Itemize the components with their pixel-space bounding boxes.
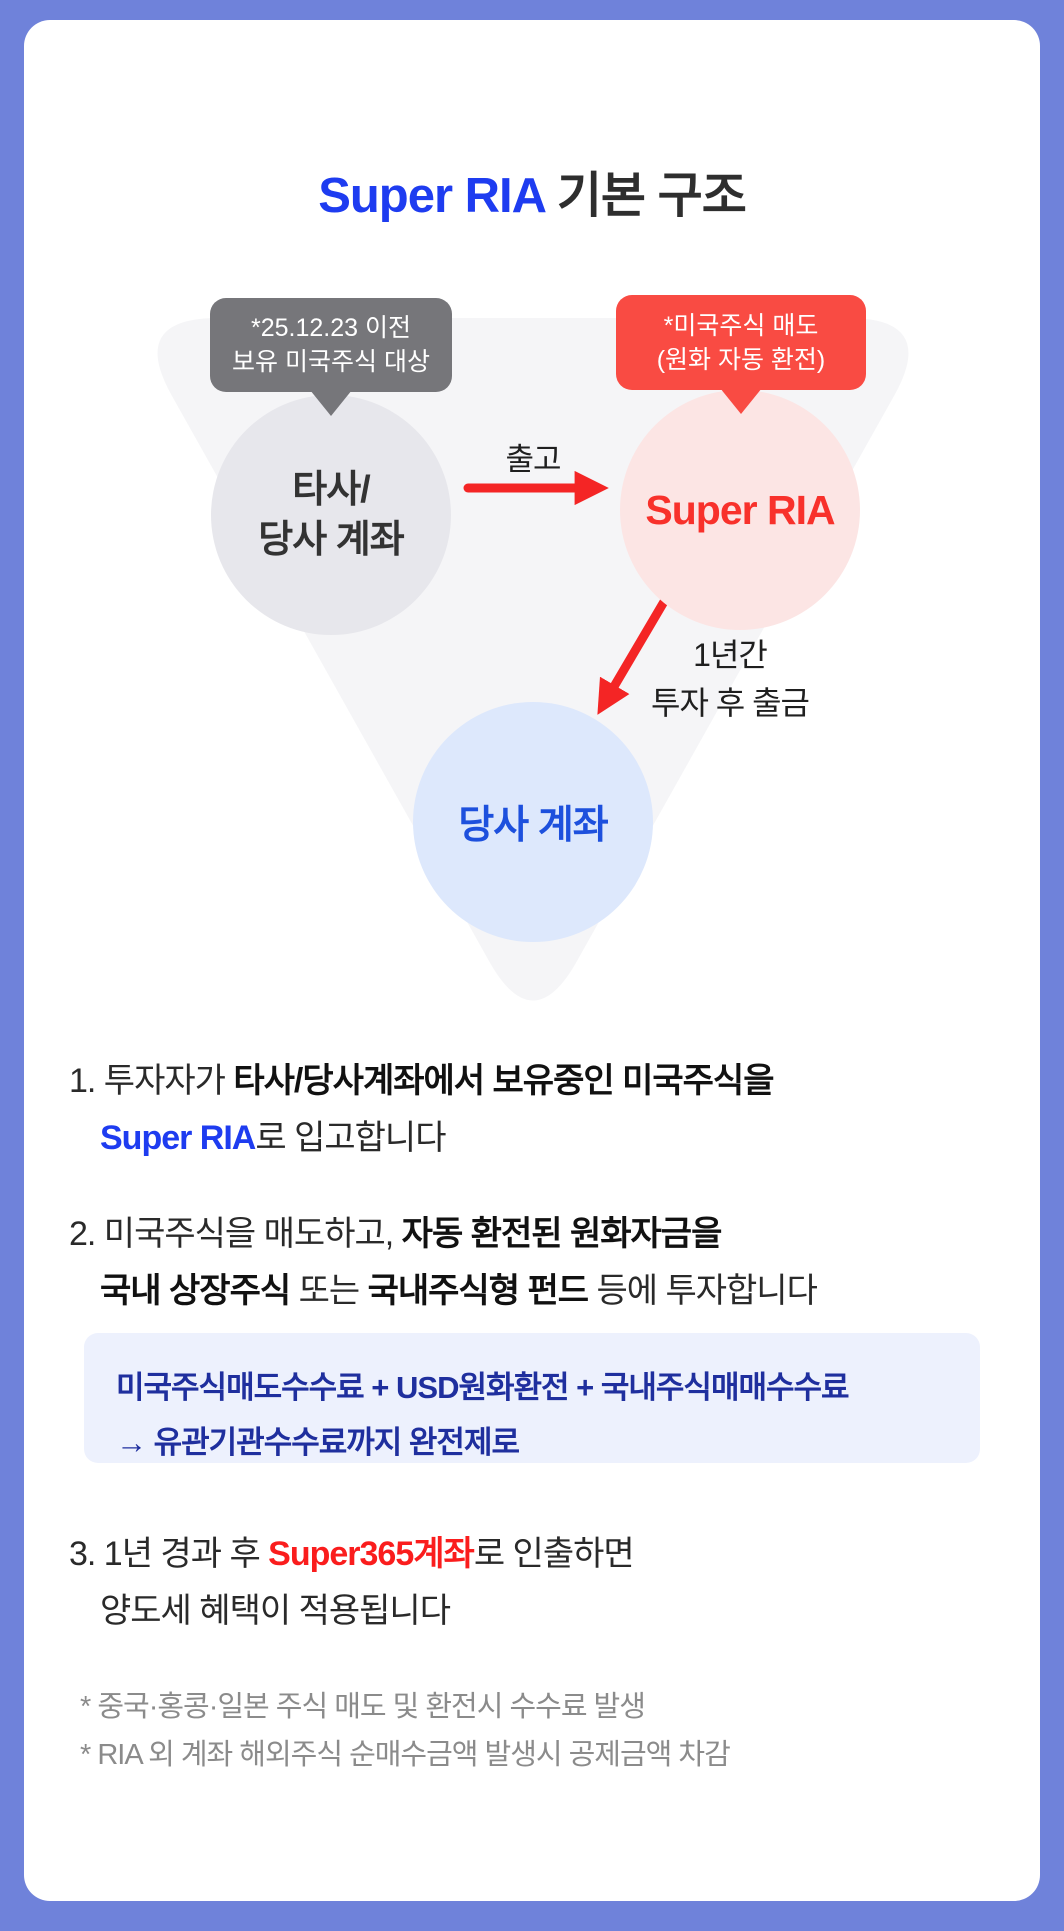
transfer-arrow-label: 출고 <box>505 442 561 477</box>
step-1-line-1: 1. 투자자가 타사/당사계좌에서 보유중인 미국주식을 <box>69 1053 1009 1110</box>
step-1: 1. 투자자가 타사/당사계좌에서 보유중인 미국주식을 Super RIA로 … <box>69 1053 1009 1167</box>
fee-free-highlight-box: 미국주식매도수수료 + USD원화환전 + 국내주식매매수수료 → 유관기관수수… <box>84 1333 980 1463</box>
node-super-ria: Super RIA <box>620 390 860 630</box>
node-other-company-account: 타사/ 당사 계좌 <box>211 395 451 635</box>
step-3-line-2: 양도세 혜택이 적용됩니다 <box>69 1583 1009 1640</box>
footnotes: * 중국·홍콩·일본 주식 매도 및 환전시 수수료 발생 * RIA 외 계좌… <box>80 1683 1010 1779</box>
step-2-text-3: 등에 투자합니다 <box>588 1272 817 1310</box>
step-1-bold-text: 타사/당사계좌에서 보유중인 미국주식을 <box>233 1062 774 1100</box>
step-1-text: 1. 투자자가 <box>69 1062 234 1100</box>
step-3-text: 3. 1년 경과 후 <box>69 1535 269 1573</box>
step-2-line-2: 국내 상장주식 또는 국내주식형 펀드 등에 투자합니다 <box>69 1263 1009 1320</box>
step-2-bold-text-3: 국내주식형 펀드 <box>367 1272 589 1310</box>
footnote-1: * 중국·홍콩·일본 주식 매도 및 환전시 수수료 발생 <box>80 1691 646 1723</box>
step-2-text-2: 또는 <box>290 1272 368 1310</box>
callout-holdings-condition: *25.12.23 이전 보유 미국주식 대상 <box>210 298 452 392</box>
page-title-highlight: Super RIA <box>318 168 545 223</box>
fee-box-line-2: → 유관기관수수료까지 완전제로 <box>116 1425 520 1460</box>
fee-box-line-1: 미국주식매도수수료 + USD원화환전 + 국내주식매매수수료 <box>116 1370 850 1405</box>
step-2-text: 2. 미국주식을 매도하고, <box>69 1215 402 1253</box>
page-title-rest: 기본 구조 <box>544 168 747 223</box>
page-title: Super RIA 기본 구조 <box>24 156 1040 227</box>
step-2-line-1: 2. 미국주식을 매도하고, 자동 환전된 원화자금을 <box>69 1206 1009 1263</box>
callout-sell-auto-exchange: *미국주식 매도 (원화 자동 환전) <box>616 295 866 390</box>
withdraw-arrow-label: 1년간 투자 후 출금 <box>651 637 810 721</box>
step-3: 3. 1년 경과 후 Super365계좌로 인출하면 양도세 혜택이 적용됩니… <box>69 1526 1009 1640</box>
step-1-super-ria-text: Super RIA <box>100 1119 256 1157</box>
step-2: 2. 미국주식을 매도하고, 자동 환전된 원화자금을 국내 상장주식 또는 국… <box>69 1206 1009 1320</box>
step-3-text-3: 양도세 혜택이 적용됩니다 <box>100 1592 451 1630</box>
node-company-account: 당사 계좌 <box>413 702 653 942</box>
info-card: Super RIA 기본 구조 *25.12.23 이전 보유 미국주식 대상 … <box>24 20 1040 1901</box>
withdraw-arrow <box>597 595 670 715</box>
step-1-text-2: 로 입고합니다 <box>255 1119 446 1157</box>
step-3-super365-text: Super365계좌 <box>268 1535 475 1573</box>
step-1-line-2: Super RIA로 입고합니다 <box>69 1110 1009 1167</box>
step-3-line-1: 3. 1년 경과 후 Super365계좌로 인출하면 <box>69 1526 1009 1583</box>
step-3-text-2: 로 인출하면 <box>473 1535 635 1573</box>
step-2-bold-text-2: 국내 상장주식 <box>100 1272 291 1310</box>
step-2-bold-text: 자동 환전된 원화자금을 <box>401 1215 723 1253</box>
footnote-2: * RIA 외 계좌 해외주식 순매수금액 발생시 공제금액 차감 <box>80 1739 731 1771</box>
